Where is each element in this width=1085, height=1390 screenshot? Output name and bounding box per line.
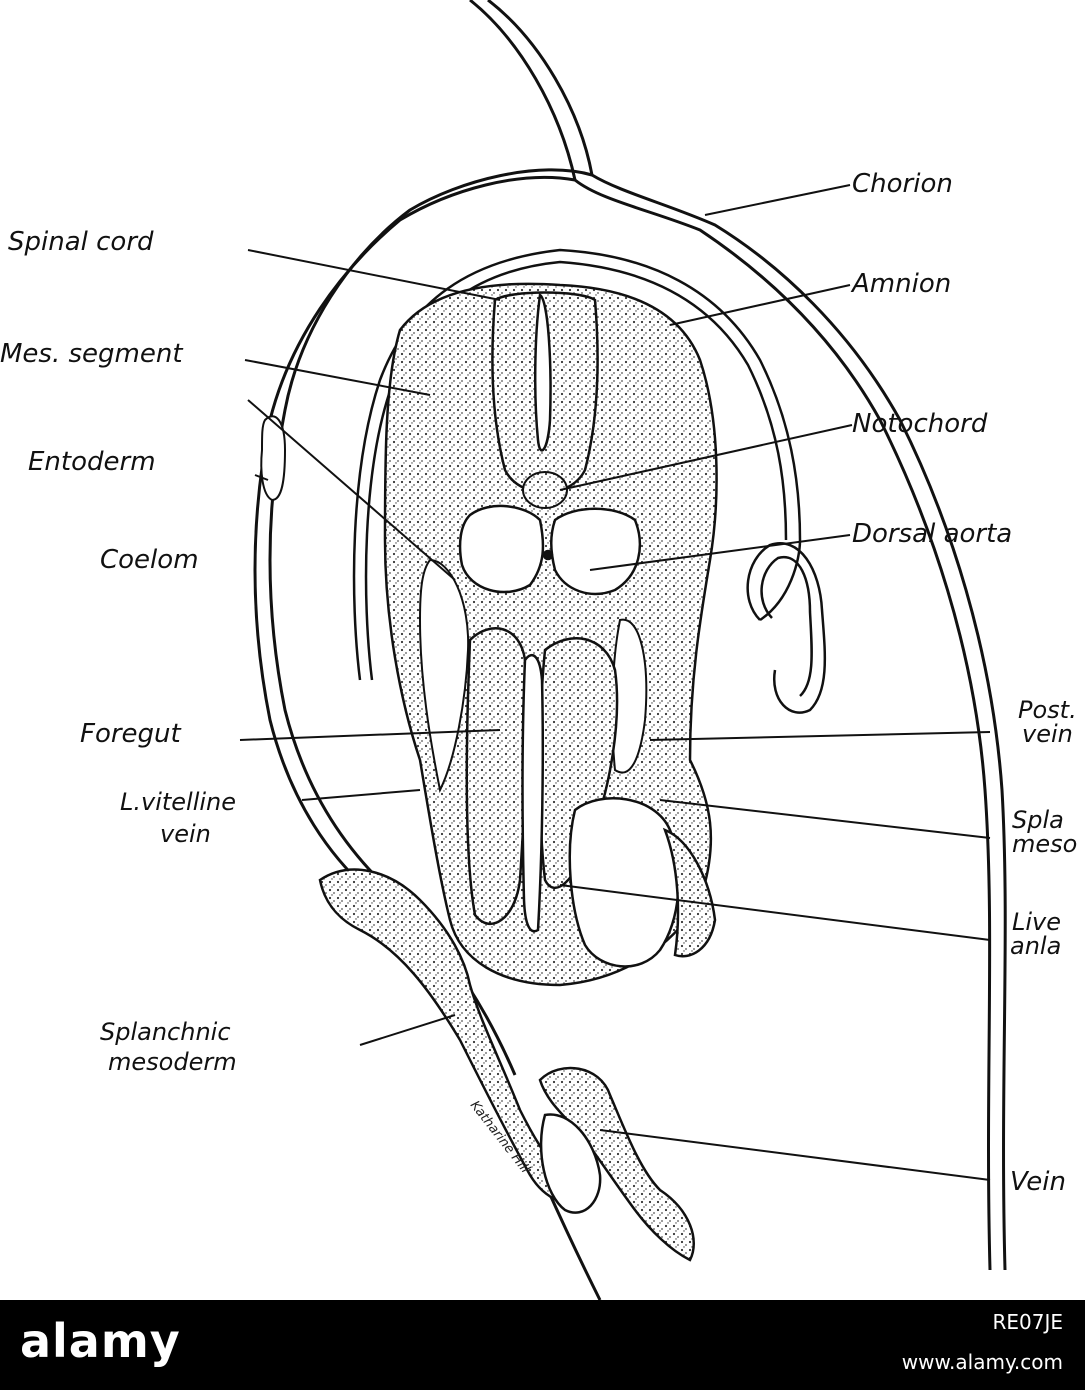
image-id: RE07JE [992, 1310, 1063, 1334]
liver-anlage-shape [568, 797, 717, 968]
label-l-vitelline-vein-1: L.vitelline [120, 788, 236, 816]
label-foregut: Foregut [80, 719, 182, 749]
label-amnion: Amnion [850, 269, 951, 299]
label-mes-segment: Mes. segment [0, 339, 183, 369]
label-liver-anlage-2: anla [1010, 932, 1061, 960]
label-vein: Vein [1010, 1167, 1066, 1197]
label-liver-anlage-1: Live [1012, 908, 1061, 936]
label-splanchnic-mesoderm-right-1: Spla [1012, 806, 1064, 834]
vein-loops [538, 1066, 695, 1262]
label-splanchnic-mesoderm-2: mesoderm [108, 1048, 237, 1076]
label-spinal-cord: Spinal cord [8, 227, 154, 257]
label-l-vitelline-vein-2: vein [160, 820, 211, 848]
site-url: www.alamy.com [901, 1350, 1063, 1374]
label-splanchnic-mesoderm-right-2: meso [1012, 830, 1077, 858]
label-notochord: Notochord [852, 409, 988, 439]
label-post-vein-1: Post. [1018, 696, 1077, 724]
brand-logo: alamy [20, 1314, 181, 1368]
watermark-footer: alamy RE07JE www.alamy.com [0, 1300, 1085, 1390]
amnion-fold [746, 542, 827, 714]
dorsal-aorta-shape [458, 504, 642, 596]
leader-lines [239, 184, 991, 1181]
label-dorsal-aorta: Dorsal aorta [852, 519, 1012, 549]
amnion-membrane [352, 248, 802, 681]
label-chorion: Chorion [852, 169, 953, 199]
label-post-vein-2: vein [1022, 720, 1073, 748]
label-entoderm: Entoderm [28, 447, 156, 477]
label-coelom: Coelom [100, 545, 199, 575]
notochord-shape [522, 471, 568, 509]
label-splanchnic-mesoderm-1: Splanchnic [100, 1018, 231, 1046]
foregut-shape [465, 627, 619, 933]
embryo-cross-section-diagram: Spinal cord Mes. segment Entoderm Coelom… [0, 0, 1077, 1300]
spinal-cord-shape [491, 291, 599, 494]
